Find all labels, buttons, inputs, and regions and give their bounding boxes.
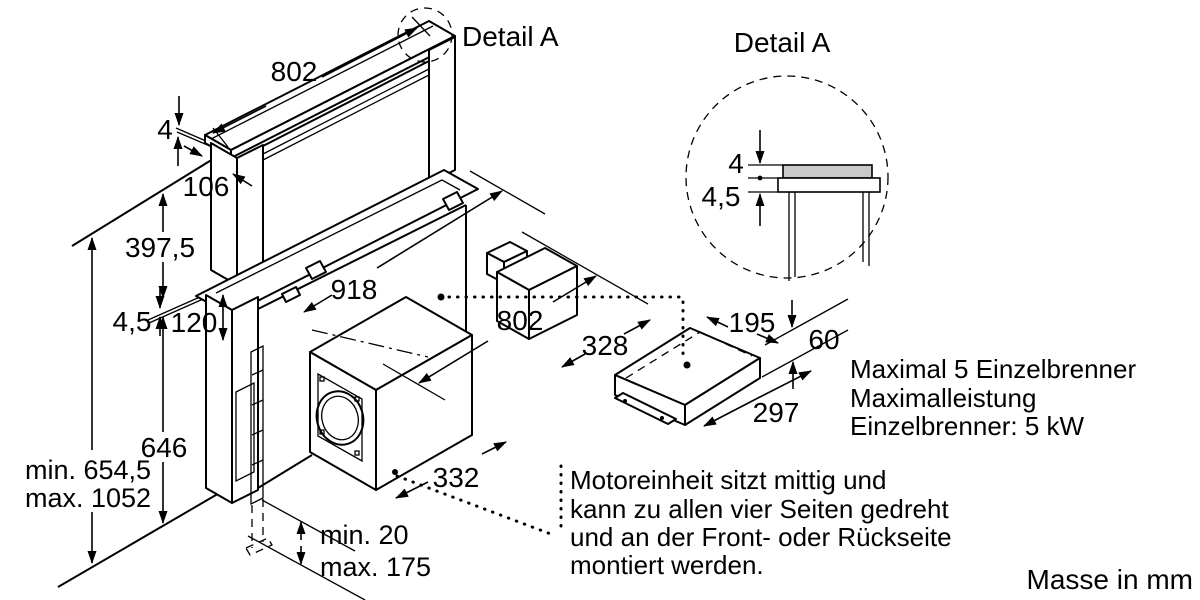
duct-port-outer bbox=[315, 390, 365, 446]
burner-note-line1: Maximal 5 Einzelbrenner bbox=[850, 354, 1136, 384]
dimension-lines bbox=[87, 16, 849, 565]
right-post bbox=[428, 36, 456, 184]
mounting-clip-left bbox=[305, 260, 327, 280]
dim-under-counter-height: 646 bbox=[141, 432, 188, 463]
detail-a-title: Detail A bbox=[734, 27, 831, 58]
dim-leg-max: max. 175 bbox=[320, 552, 431, 582]
duct-bracket bbox=[281, 286, 301, 303]
center-axis-mark bbox=[311, 329, 429, 358]
extractor-upper-unit bbox=[195, 20, 479, 316]
dim-offset-back: 120 bbox=[171, 307, 218, 338]
duct-flange-plate bbox=[317, 372, 363, 463]
dim-total-height-min: min. 654,5 bbox=[25, 455, 151, 485]
dim-top-strip-width: 802 bbox=[271, 56, 318, 87]
duct-transition-box bbox=[486, 241, 578, 340]
motor-center-mark bbox=[683, 361, 691, 369]
telescopic-leg bbox=[245, 344, 273, 556]
dim-motor-length: 297 bbox=[753, 397, 800, 428]
dim-top-depth: 106 bbox=[183, 171, 230, 202]
dim-cutout-width: 918 bbox=[331, 274, 378, 305]
burner-note-line2: Maximalleistung bbox=[850, 383, 1036, 413]
detail-a-view bbox=[685, 75, 889, 281]
text-labels: 802 4 106 397,5 4,5 120 918 802 646 min.… bbox=[25, 21, 1193, 595]
burner-note-line3: Einzelbrenner: 5 kW bbox=[850, 411, 1085, 441]
dim-leg-min: min. 20 bbox=[320, 520, 409, 550]
dim-total-height-max: max. 1052 bbox=[25, 483, 151, 513]
dim-motor-depth: 195 bbox=[729, 307, 776, 338]
units-note: Masse in mm bbox=[1027, 564, 1193, 595]
detail-cover-strip bbox=[782, 164, 873, 179]
detail-a-callout-label: Detail A bbox=[462, 21, 559, 52]
extractor-lower-unit bbox=[205, 204, 578, 556]
mounting-clip-right bbox=[442, 191, 464, 211]
mounting-foot bbox=[614, 392, 677, 425]
duct-port-inner bbox=[321, 395, 359, 441]
dim-housing-depth: 332 bbox=[433, 462, 480, 493]
blower-housing bbox=[309, 296, 473, 491]
motor-note-line1: Motoreinheit sitzt mittig und bbox=[570, 465, 886, 495]
dim-motor-height: 60 bbox=[808, 324, 839, 355]
dim-strip-thickness: 4 bbox=[157, 114, 173, 145]
dim-detail-top: 4 bbox=[728, 148, 744, 179]
dim-panel-height: 397,5 bbox=[125, 232, 195, 263]
motor-note-line2: kann zu allen vier Seiten gedreht bbox=[570, 494, 949, 524]
dim-detail-bottom: 4,5 bbox=[702, 181, 741, 212]
motor-note-line4: montiert werden. bbox=[570, 550, 764, 580]
detail-a-callout-circle bbox=[397, 7, 453, 63]
dim-housing-width: 802 bbox=[497, 305, 544, 336]
dim-plate-thickness: 4,5 bbox=[113, 306, 152, 337]
dim-motor-width: 328 bbox=[582, 330, 629, 361]
motor-unit-box bbox=[614, 327, 761, 426]
detail-a-circle bbox=[685, 75, 889, 279]
motor-note-line3: und an der Front- oder Rückseite bbox=[570, 522, 952, 552]
leader-lines bbox=[395, 293, 685, 538]
detail-base-plate bbox=[777, 177, 881, 193]
